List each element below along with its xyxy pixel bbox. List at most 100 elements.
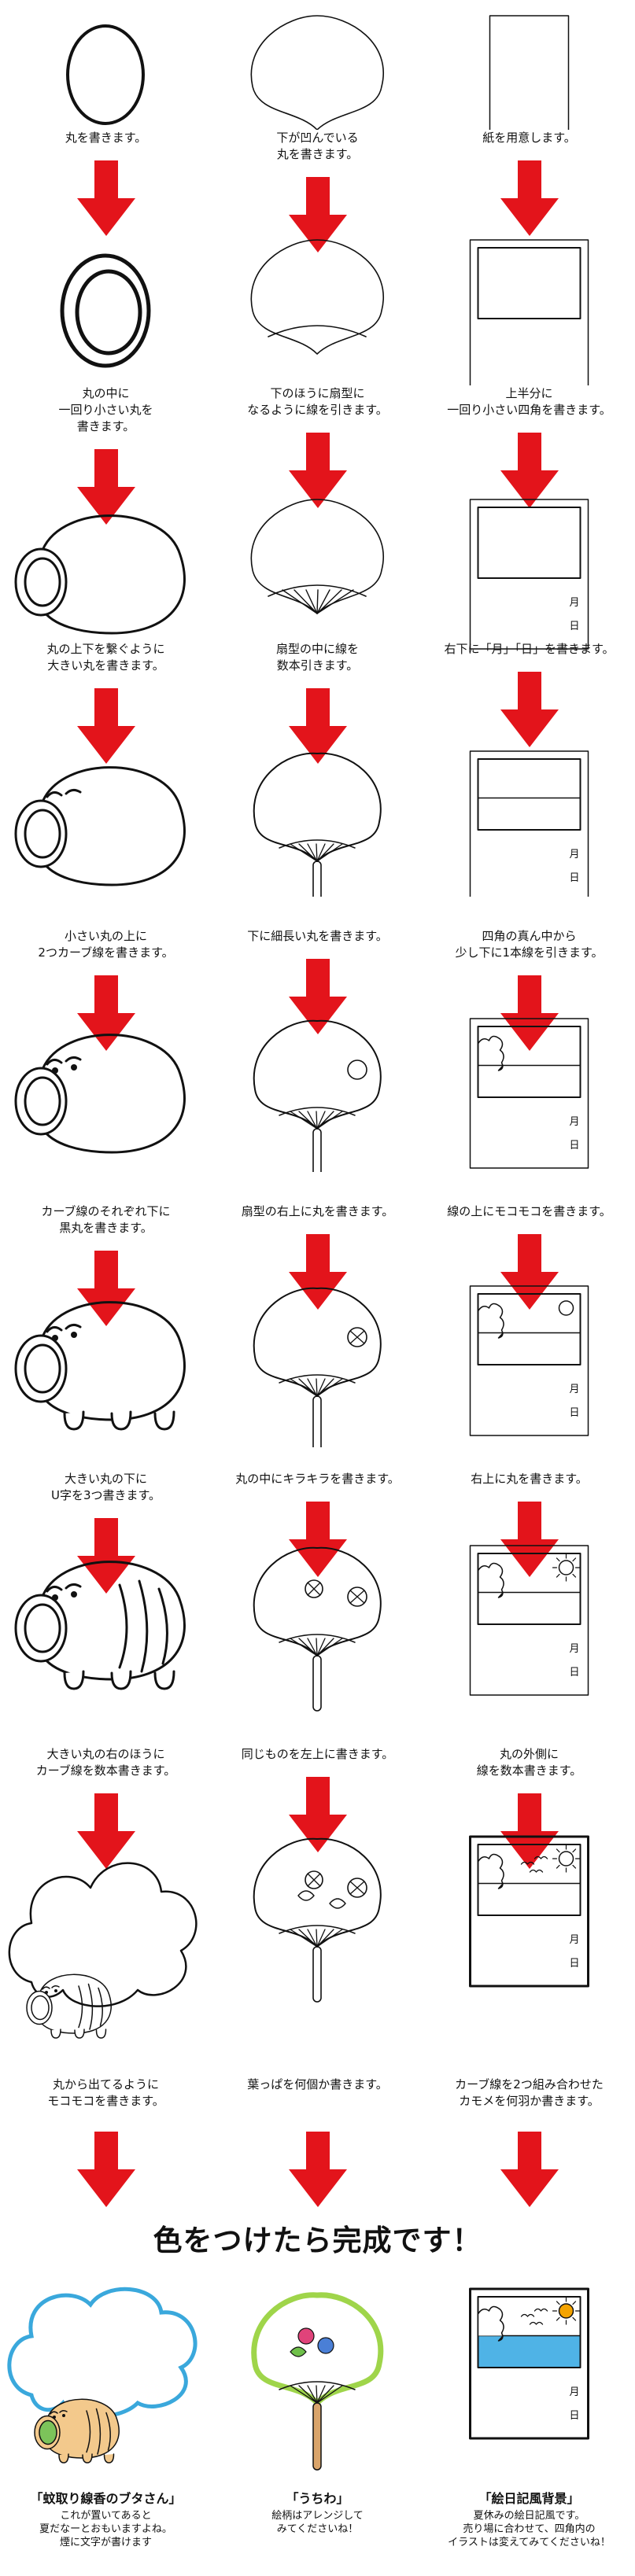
- pig-step-4-caption: 小さい丸の上に 2つカーブ線を書きます。: [38, 929, 174, 960]
- card-day-label: 日: [570, 621, 580, 632]
- down-arrow-icon: [289, 1234, 347, 1310]
- card-step-7-caption: 丸の外側に 線を数本書きます。: [476, 1747, 582, 1778]
- down-arrow-icon: [500, 433, 559, 508]
- pig-step-6-caption: 大きい丸の下に U字を3つ書きます。: [50, 1472, 161, 1502]
- card-day-label: 日: [570, 872, 580, 884]
- card-step-3-caption: 右下に「月」「日」を書きます。: [444, 642, 615, 656]
- down-arrow-icon: [77, 1793, 135, 1869]
- fan-step-7-caption: 同じものを左上に書きます。: [241, 1747, 394, 1761]
- down-arrow-icon: [289, 688, 347, 764]
- down-arrow-icon: [500, 2132, 559, 2207]
- card-day-label: 日: [570, 1407, 580, 1419]
- pig-step-8-illustration: [8, 1862, 198, 2039]
- down-arrow-icon: [500, 975, 559, 1051]
- card-column: 紙を用意します。上半分に 一回り小さい四角を書きます。月日右下に「月」「日」を書…: [423, 0, 635, 2576]
- fan-step-5-caption: 扇型の右上に丸を書きます。: [241, 1204, 394, 1218]
- card-day-label: 日: [570, 1958, 580, 1970]
- card-step-1-illustration: [489, 15, 570, 130]
- pig-column: 丸を書きます。丸の中に 一回り小さい丸を 書きます。丸の上下を繋ぐように 大きい…: [0, 0, 212, 2576]
- card-final-name: 「絵日記風背景」: [478, 2491, 580, 2506]
- down-arrow-icon: [77, 688, 135, 764]
- pig-step-5-caption: カーブ線のそれぞれ下に 黒丸を書きます。: [41, 1204, 171, 1235]
- pig-step-5-illustration: [14, 1034, 186, 1154]
- card-month-label: 月: [570, 597, 580, 609]
- down-arrow-icon: [77, 1518, 135, 1594]
- card-month-label: 月: [570, 1643, 580, 1655]
- fan-final-description: 絵柄はアレンジして みてくださいね！: [271, 2510, 364, 2535]
- pig-final-description: これが置いてあると 夏だなーとおもいますよね。 煙に文字が書けます: [39, 2510, 172, 2548]
- down-arrow-icon: [289, 433, 347, 508]
- down-arrow-icon: [500, 1502, 559, 1577]
- down-arrow-icon: [77, 449, 135, 525]
- down-arrow-icon: [289, 959, 347, 1034]
- down-arrow-icon: [500, 1793, 559, 1869]
- pig-step-7-illustration: [14, 1561, 186, 1690]
- fan-step-8-caption: 葉っぱを何個か書きます。: [247, 2077, 388, 2091]
- fan-step-6-caption: 丸の中にキラキラを書きます。: [235, 1472, 400, 1486]
- pig-step-2-caption: 丸の中に 一回り小さい丸を 書きます。: [58, 386, 153, 433]
- pig-step-3-caption: 丸の上下を繋ぐように 大きい丸を書きます。: [46, 642, 165, 673]
- down-arrow-icon: [289, 1502, 347, 1577]
- fan-step-1-caption: 下が凹んでいる 丸を書きます。: [276, 131, 359, 161]
- card-step-4-illustration: 月日: [469, 750, 589, 897]
- down-arrow-icon: [77, 160, 135, 236]
- fan-final-name: 「うちわ」: [286, 2491, 349, 2506]
- pig-step-3-illustration: [14, 514, 186, 635]
- pig-step-7-caption: 大きい丸の右のほうに カーブ線を数本書きます。: [35, 1747, 176, 1778]
- card-day-label: 日: [570, 1667, 580, 1679]
- pig-step-6-illustration: [14, 1301, 186, 1431]
- down-arrow-icon: [289, 1777, 347, 1852]
- pig-step-1-illustration: [66, 24, 145, 125]
- final-heading: 色をつけたら完成です！: [153, 2224, 482, 2257]
- card-step-5-illustration: 月日: [469, 1018, 589, 1169]
- down-arrow-icon: [289, 177, 347, 252]
- card-step-8-illustration: 月日: [469, 1835, 589, 1988]
- fan-step-1-illustration: [250, 15, 384, 130]
- card-month-label: 月: [570, 849, 580, 861]
- down-arrow-icon: [77, 2132, 135, 2207]
- card-step-7-illustration: 月日: [469, 1545, 589, 1696]
- card-step-1-caption: 紙を用意します。: [482, 131, 576, 145]
- down-arrow-icon: [500, 160, 559, 236]
- card-step-6-caption: 右上に丸を書きます。: [471, 1472, 588, 1486]
- card-final-description: 夏休みの絵日記風です。 売り場に合わせて、四角内の イラストは変えてみてください…: [448, 2510, 611, 2548]
- card-step-5-caption: 線の上にモコモコを書きます。: [447, 1204, 611, 1218]
- pig-final-name: 「蚊取り線香のブタさん」: [30, 2491, 182, 2506]
- card-final-illustration: 月日: [469, 2287, 589, 2440]
- card-month-label: 月: [570, 1384, 580, 1395]
- down-arrow-icon: [500, 672, 559, 747]
- down-arrow-icon: [77, 975, 135, 1051]
- fan-step-6-illustration: [253, 1287, 382, 1447]
- fan-step-2-caption: 下のほうに扇型に なるように線を引きます。: [247, 386, 388, 417]
- card-day-label: 日: [570, 1140, 580, 1152]
- down-arrow-icon: [77, 1251, 135, 1326]
- fan-column: 下が凹んでいる 丸を書きます。下のほうに扇型に なるように線を引きます。扇型の中…: [212, 0, 423, 2576]
- fan-step-7-illustration: [253, 1546, 382, 1712]
- card-step-2-caption: 上半分に 一回り小さい四角を書きます。: [447, 386, 611, 417]
- pig-step-4-illustration: [14, 766, 186, 886]
- card-step-8-caption: カーブ線を2つ組み合わせた カモメを何羽か書きます。: [455, 2077, 604, 2108]
- fan-step-4-illustration: [253, 752, 382, 897]
- pig-final-illustration: [7, 2287, 198, 2464]
- down-arrow-icon: [500, 1234, 559, 1310]
- card-step-3-illustration: 月日: [469, 499, 589, 650]
- fan-step-5-illustration: [253, 1019, 382, 1172]
- fan-step-4-caption: 下に細長い丸を書きます。: [247, 929, 388, 943]
- card-month-label: 月: [570, 2386, 580, 2398]
- pig-step-8-caption: 丸から出てるように モコモコを書きます。: [47, 2077, 164, 2108]
- pig-step-2-illustration: [60, 253, 151, 368]
- card-step-6-illustration: 月日: [469, 1285, 589, 1436]
- card-day-label: 日: [570, 2410, 580, 2422]
- down-arrow-icon: [289, 2132, 347, 2207]
- card-step-2-illustration: [469, 239, 589, 385]
- card-month-label: 月: [570, 1934, 580, 1946]
- fan-step-3-caption: 扇型の中に線を 数本引きます。: [275, 642, 359, 673]
- fan-final-illustration: [251, 2292, 384, 2471]
- fan-step-2-illustration: [250, 239, 384, 355]
- fan-step-3-illustration: [250, 499, 384, 614]
- pig-step-1-caption: 丸を書きます。: [65, 131, 147, 145]
- card-month-label: 月: [570, 1116, 580, 1128]
- fan-step-8-illustration: [253, 1837, 382, 2003]
- card-step-4-caption: 四角の真ん中から 少し下に1本線を引きます。: [455, 929, 604, 960]
